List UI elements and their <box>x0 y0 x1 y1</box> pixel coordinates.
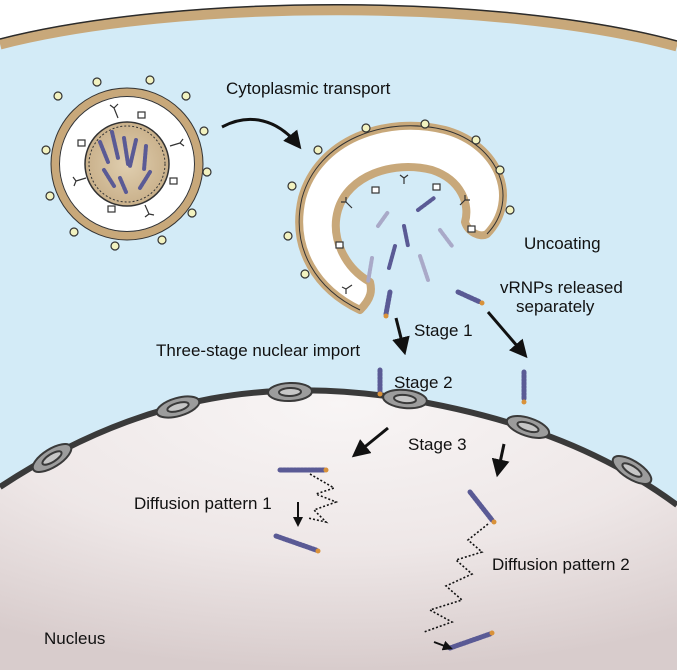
stage-arrows <box>351 311 528 478</box>
virion-spikes <box>72 103 185 218</box>
label-uncoating: Uncoating <box>524 234 601 253</box>
label-vrnps-released-line2: separately <box>516 297 595 316</box>
endosome-with-virus <box>41 75 212 251</box>
uncoating-spikes <box>335 174 476 294</box>
label-stage-3: Stage 3 <box>408 435 467 454</box>
label-three-stage-import: Three-stage nuclear import <box>156 341 360 360</box>
label-nucleus: Nucleus <box>44 629 105 648</box>
plasma-membrane <box>0 0 677 42</box>
diffusion-trajectory-1 <box>307 473 339 524</box>
virion-vrnps <box>98 130 152 194</box>
vrnp-free <box>377 289 527 403</box>
label-stage-2: Stage 2 <box>394 373 453 392</box>
arrow-transport <box>221 118 302 150</box>
nuclear-pores <box>31 381 653 485</box>
label-vrnps-released-line1: vRNPs released <box>500 278 623 297</box>
diffusion-arrow-2 <box>433 640 453 651</box>
label-diffusion-pattern-1: Diffusion pattern 1 <box>134 494 272 513</box>
label-stage-1: Stage 1 <box>414 321 473 340</box>
vrnp-nuclear <box>273 467 495 651</box>
uncoating-buds <box>283 119 515 279</box>
diffusion-trajectory-2 <box>423 523 489 633</box>
uncoating-endosome <box>283 119 515 314</box>
endosome-buds <box>41 75 212 251</box>
label-diffusion-pattern-2: Diffusion pattern 2 <box>492 555 630 574</box>
label-cytoplasmic-transport: Cytoplasmic transport <box>226 79 391 98</box>
released-vrnps-inside <box>366 196 454 284</box>
vrnp-tips <box>377 300 527 405</box>
vrnp-nuclear-tips <box>315 467 497 636</box>
